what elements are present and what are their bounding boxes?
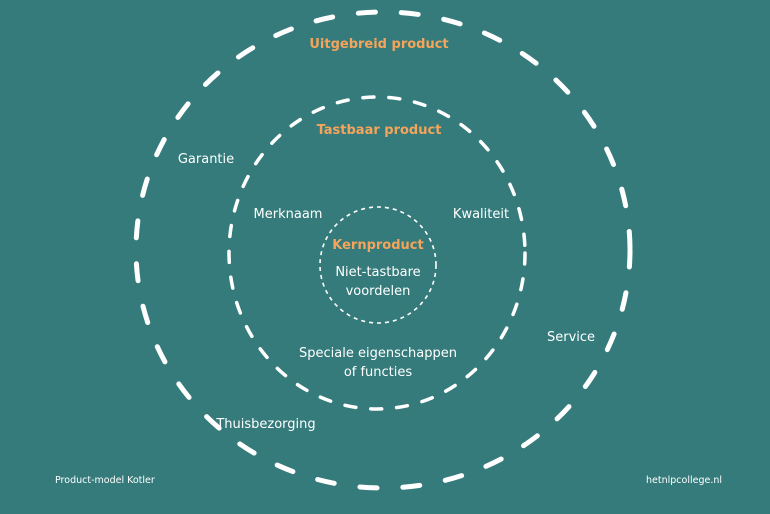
- inner-ring-title: Kernproduct: [332, 238, 424, 253]
- inner-ring-body-line-2: voordelen: [345, 284, 411, 299]
- middle-ring-title: Tastbaar product: [316, 123, 442, 138]
- outer-ring: [133, 9, 633, 491]
- footer-caption: Product-model Kotler: [55, 475, 155, 486]
- inner-ring: [319, 206, 437, 324]
- label-thuisbezorging: Thuisbezorging: [216, 417, 316, 432]
- label-speciale-eigenschappen-line-1: Speciale eigenschappen: [299, 346, 457, 361]
- label-service: Service: [546, 330, 596, 345]
- label-speciale-eigenschappen-line-2: of functies: [343, 365, 413, 380]
- footer-website: hetnlpcollege.nl: [646, 475, 722, 486]
- middle-ring: [227, 95, 527, 411]
- label-merknaam: Merknaam: [253, 207, 323, 222]
- inner-ring-body-line-1: Niet-tastbare: [335, 265, 421, 280]
- outer-ring-title: Uitgebreid product: [309, 37, 449, 52]
- label-garantie: Garantie: [177, 152, 235, 167]
- label-kwaliteit: Kwaliteit: [452, 207, 510, 222]
